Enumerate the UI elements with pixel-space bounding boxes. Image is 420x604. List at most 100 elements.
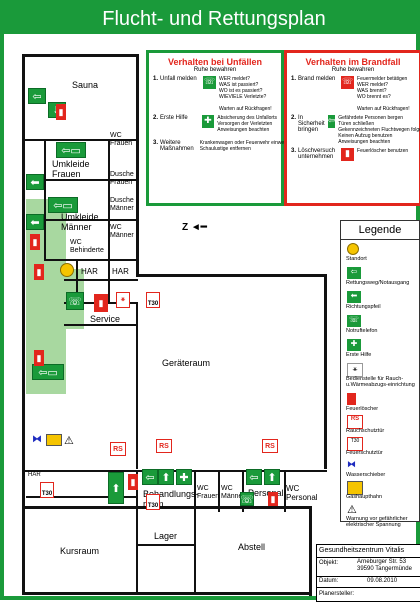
room-wc-frauen-2: WC Frauen [197,485,220,500]
facility-name: Gesundheitszentrum Vitalis [319,547,405,554]
legend-item: ⧓ Wasserschieber [346,459,386,478]
emergency-phone-icon: ☏ [240,492,254,506]
exit-sign-icon: ⬆ [264,469,280,485]
room-wc-frauen: WC Frauen [110,132,133,147]
fire-extinguisher-icon: ▮ [128,474,138,490]
accident-instructions: Verhalten bei Unfällen Ruhe bewahren 1. … [146,50,294,206]
accident-title: Verhalten bei Unfällen [167,57,263,67]
electric-warning-icon: ⚠ [347,504,357,516]
water-valve-icon: ⧓ [32,434,42,445]
first-aid-icon: ✚ [176,469,192,485]
room-wc-behinderte: WC Behinderte [70,239,104,254]
legend-item: RS Rauchschutztür [346,415,385,434]
legend-item: ☏ Notruftelefon [346,315,378,334]
floor-plan: Sauna WC Frauen Umkleide Frauen Dusche F… [4,34,420,604]
exit-sign-icon: ⇦ [246,469,262,485]
fire-alarm-icon: ☏ [341,76,355,89]
phone-icon: ☏ [203,76,217,89]
fire-row: 2. In Sicherheit bringen ⇦ Gefährdete Pe… [291,115,420,145]
emergency-phone-icon: ☏ [66,292,84,310]
legend-item: Standort [341,240,419,264]
exit-sign-icon: ⇦▭ [56,142,86,158]
smoke-control-icon: ⚹ [116,292,130,308]
exit-sign-icon: ⇦▭ [32,364,64,380]
water-valve-icon: ⧓ [347,459,356,469]
legend-item: T30 Feuerschutztür [346,437,383,456]
page-title: Flucht- und Rettungsplan [4,4,420,34]
room-geraeteraum: Geräteraum [162,358,211,368]
room-har-1: HAR [81,267,98,276]
location-marker-icon [347,243,359,255]
electric-warning-icon: ⚠ [64,435,74,447]
title-block: Gesundheitszentrum Vitalis Objekt: Arneb… [316,544,420,602]
fire-row: 3. Löschversuch unternehmen ▮ Feuerlösch… [291,148,409,161]
room-abstell: Abstell [238,542,266,552]
accident-subtitle: Ruhe bewahren [193,67,237,73]
room-service: Service [90,314,121,324]
room-lager: Lager [154,531,178,541]
legend-item: ⬅ Richtungspfeil [346,291,381,310]
room-sauna: Sauna [72,80,99,90]
legend-item: ⇦ Rettungsweg/Notausgang [346,267,410,286]
fire-extinguisher-icon: ▮ [34,350,44,366]
fire-instructions: Verhalten im Brandfall Ruhe bewahren 1. … [284,50,420,206]
room-dusche-frauen: Dusche Frauen [110,171,134,186]
legend-item: Gashaupthahn [341,478,419,500]
escape-corridor [26,199,66,394]
exit-sign-icon: ⬆ [108,472,124,504]
exit-sign-icon: ⇦ [28,88,46,104]
room-wc-maenner-2: WC Männer [221,485,245,500]
gas-valve-icon [46,434,62,446]
smoke-door-icon: RS [110,442,126,456]
legend-item: ⚹ Bedienstelle für Rauch-u.Wärmeabzugs-e… [346,363,415,388]
fire-extinguisher-icon: ▮ [94,294,108,312]
fire-extinguisher-icon: ▮ [30,234,40,250]
north-arrow-icon: Z ◄━ [182,222,207,233]
legend-item: Feuerlöscher [341,390,419,412]
legend-item: ✚ Erste Hilfe [346,339,372,358]
room-har-3: HAR [28,472,41,478]
exit-sign-icon: ⇦ [142,469,158,485]
accident-row: 3. Weitere Maßnahmen Krankenwagen oder F… [153,140,294,152]
room-har-2: HAR [112,267,129,276]
fire-extinguisher-icon: ▮ [268,492,278,506]
gas-valve-icon [347,481,363,495]
room-dusche-maenner: Dusche Männer [110,197,134,212]
accident-row: 2. Erste Hilfe ✚ Absicherung des Unfallo… [153,115,277,133]
exit-sign-icon: ⬆ [158,469,174,485]
exit-sign-icon: ⇦ [347,267,361,279]
first-aid-icon: ✚ [347,339,361,351]
exit-sign-icon: ⬅ [26,174,44,190]
fire-subtitle: Ruhe bewahren [331,67,375,73]
exit-icon: ⇦ [327,115,336,128]
room-wc-maenner: WC Männer [110,224,134,239]
fire-door-icon: T30 [146,292,160,308]
room-umkleide-frauen: Umkleide Frauen [52,159,90,179]
room-kursraum: Kursraum [60,546,100,556]
smoke-door-icon: RS [156,439,172,453]
smoke-door-icon: RS [262,439,278,453]
first-aid-icon: ✚ [201,115,215,128]
location-marker-icon [60,263,74,277]
smoke-door-icon: RS [347,415,363,429]
legend-title: Legende [341,221,419,240]
legend: Legende Standort ⇦ Rettungsweg/Notausgan… [340,220,420,528]
fire-door-icon: T30 [347,437,363,451]
room-wc-personal: WC Personal [286,484,318,502]
fire-row: 1. Brand melden ☏ Feuermelder betätigen … [291,76,410,112]
fire-extinguisher-icon: ▮ [34,264,44,280]
fire-extinguisher-icon: ▮ [56,104,66,120]
exit-sign-icon: ⬅ [26,214,44,230]
fire-extinguisher-icon: ▮ [341,148,355,161]
legend-item: ⚠ Warnung vor gefährlicher elektrischer … [346,504,408,528]
smoke-control-icon: ⚹ [347,363,363,377]
fire-door-icon: T30 [40,482,54,498]
accident-row: 1. Unfall melden ☏ WER meldet? WAS ist p… [153,76,272,112]
direction-arrow-icon: ⬅ [347,291,361,303]
room-umkleide-maenner: Umkleide Männer [61,212,99,232]
fire-extinguisher-icon [347,393,356,405]
fire-title: Verhalten im Brandfall [305,57,401,67]
emergency-phone-icon: ☏ [347,315,361,327]
fire-door-icon: T30 [146,494,160,510]
